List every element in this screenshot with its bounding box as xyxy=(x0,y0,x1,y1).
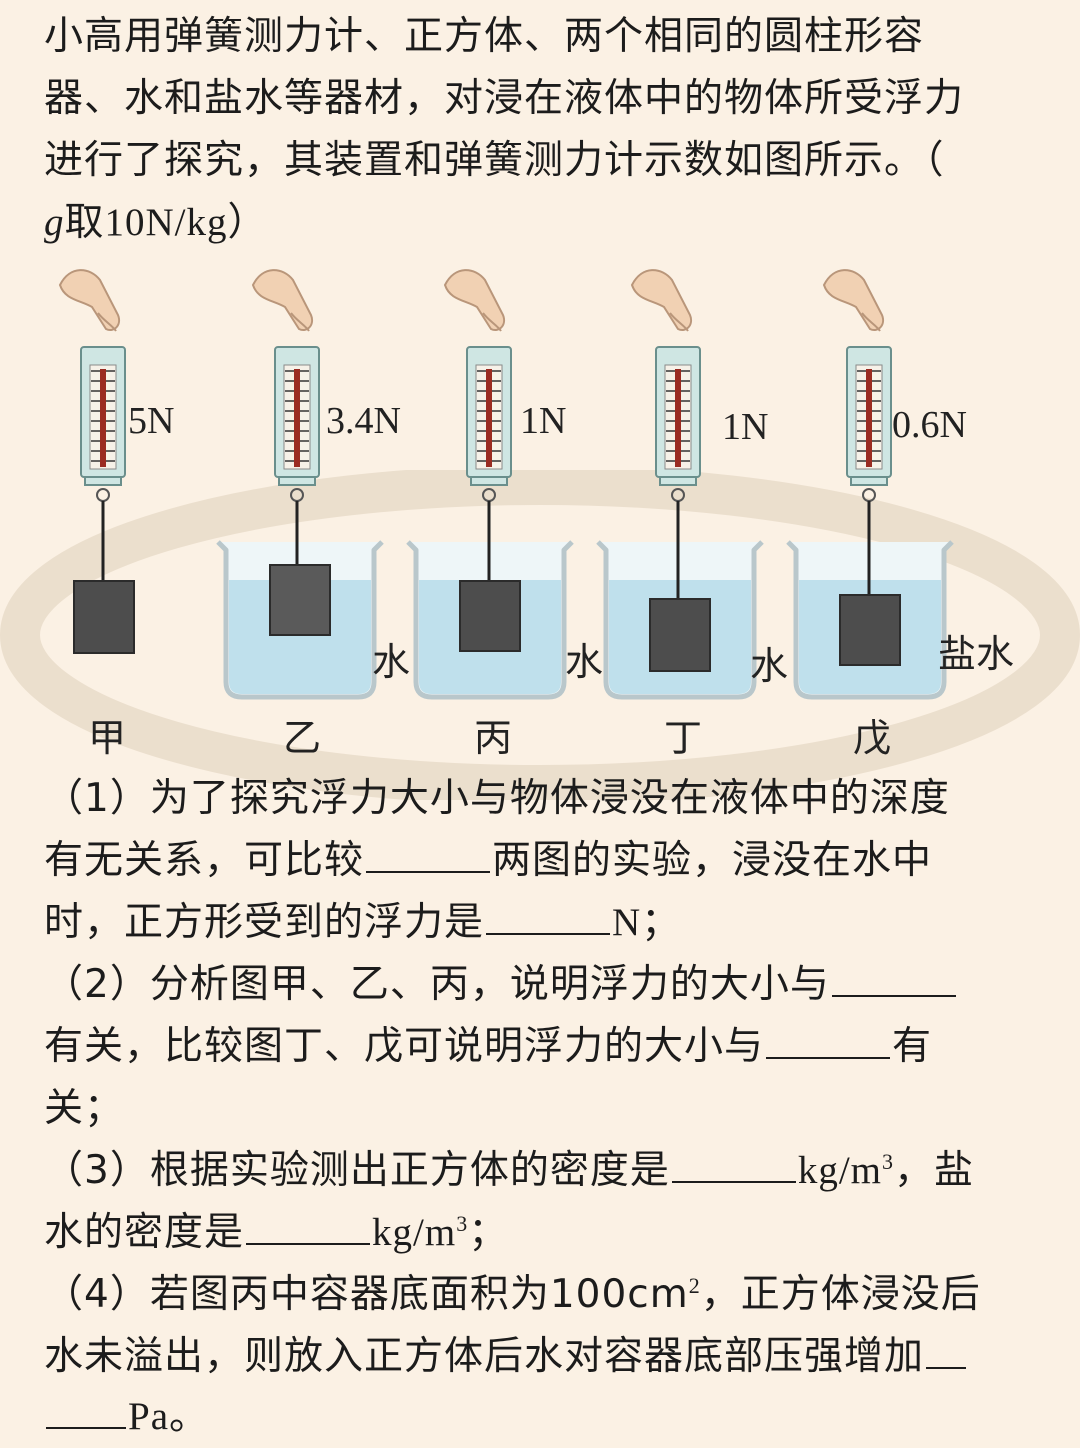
setup-yi: 3.4N 水 乙 xyxy=(218,269,410,760)
q4-line-3: Pa。 xyxy=(44,1386,1050,1448)
spring-meter xyxy=(466,346,512,502)
cube xyxy=(459,580,521,652)
watermark xyxy=(0,470,1080,800)
q2-line-3: 关； xyxy=(44,1086,125,1131)
setup-ding: 1N 水 丁 xyxy=(598,269,788,760)
q4-line-2: 水未溢出，则放入正方体后水对容器底部压强增加 xyxy=(44,1326,1050,1388)
caption-jia: 甲 xyxy=(88,716,126,760)
intro-line-4: g取10N/kg） xyxy=(44,201,268,244)
caption-bing: 丙 xyxy=(474,716,512,760)
intro-line-2: 器、水和盐水等器材，对浸在液体中的物体所受浮力 xyxy=(44,76,965,121)
answer-blank[interactable] xyxy=(246,1209,371,1245)
cube xyxy=(269,564,331,636)
hand-icon xyxy=(631,269,693,332)
liquid-label-ding: 水 xyxy=(750,644,788,688)
experiment-figure: 5N 甲 3.4N 水 乙 1N 水 丙 1N 水 丁 xyxy=(59,269,1014,760)
hand-icon xyxy=(59,269,121,332)
intro-line-1: 小高用弹簧测力计、正方体、两个相同的圆柱形容 xyxy=(44,14,925,59)
q2-line-1: （2）分析图甲、乙、丙，说明浮力的大小与 xyxy=(44,954,1050,1016)
setup-jia: 5N 甲 xyxy=(59,269,174,760)
caption-wu: 戊 xyxy=(853,716,891,760)
hand-icon xyxy=(252,269,314,332)
caption-ding: 丁 xyxy=(664,716,702,760)
liquid-label-yi: 水 xyxy=(372,640,410,684)
reading-jia: 5N xyxy=(128,400,174,442)
cube xyxy=(649,598,711,672)
cube xyxy=(73,580,135,654)
spring-meter xyxy=(274,346,320,502)
answer-blank[interactable] xyxy=(766,1023,891,1059)
setup-bing: 1N 水 丙 xyxy=(408,269,603,760)
answer-blank[interactable] xyxy=(671,1147,796,1183)
q1-line-2: 有无关系，可比较两图的实验，浸没在水中 xyxy=(44,837,933,883)
spring-meter xyxy=(80,346,126,502)
reading-wu: 0.6N xyxy=(892,404,967,446)
intro-line-3: 进行了探究，其装置和弹簧测力计示数如图所示。（ xyxy=(44,138,945,183)
hand-icon xyxy=(444,269,506,332)
spring-meter xyxy=(846,346,892,502)
answer-blank[interactable] xyxy=(831,961,956,997)
answer-blank[interactable] xyxy=(486,899,611,935)
hand-icon xyxy=(823,269,885,332)
caption-yi: 乙 xyxy=(283,716,321,760)
spring-meter xyxy=(655,346,701,502)
liquid-label-wu: 盐水 xyxy=(938,632,1014,676)
q2-line-2: 有关，比较图丁、戊可说明浮力的大小与有 xyxy=(44,1023,933,1069)
answer-blank[interactable] xyxy=(926,1333,967,1369)
q1-line-1: （1）为了探究浮力大小与物体浸没在液体中的深度 xyxy=(44,776,950,821)
answer-blank[interactable] xyxy=(366,837,491,873)
reading-ding: 1N xyxy=(722,406,768,448)
q4-line-1: （4）若图丙中容器底面积为100cm2，正方体浸没后 xyxy=(44,1272,981,1317)
reading-yi: 3.4N xyxy=(326,400,401,442)
liquid-label-bing: 水 xyxy=(565,640,603,684)
reading-bing: 1N xyxy=(520,400,566,442)
cube xyxy=(839,594,901,666)
setup-wu: 0.6N 盐水 戊 xyxy=(788,269,1014,760)
answer-blank[interactable] xyxy=(46,1393,126,1429)
